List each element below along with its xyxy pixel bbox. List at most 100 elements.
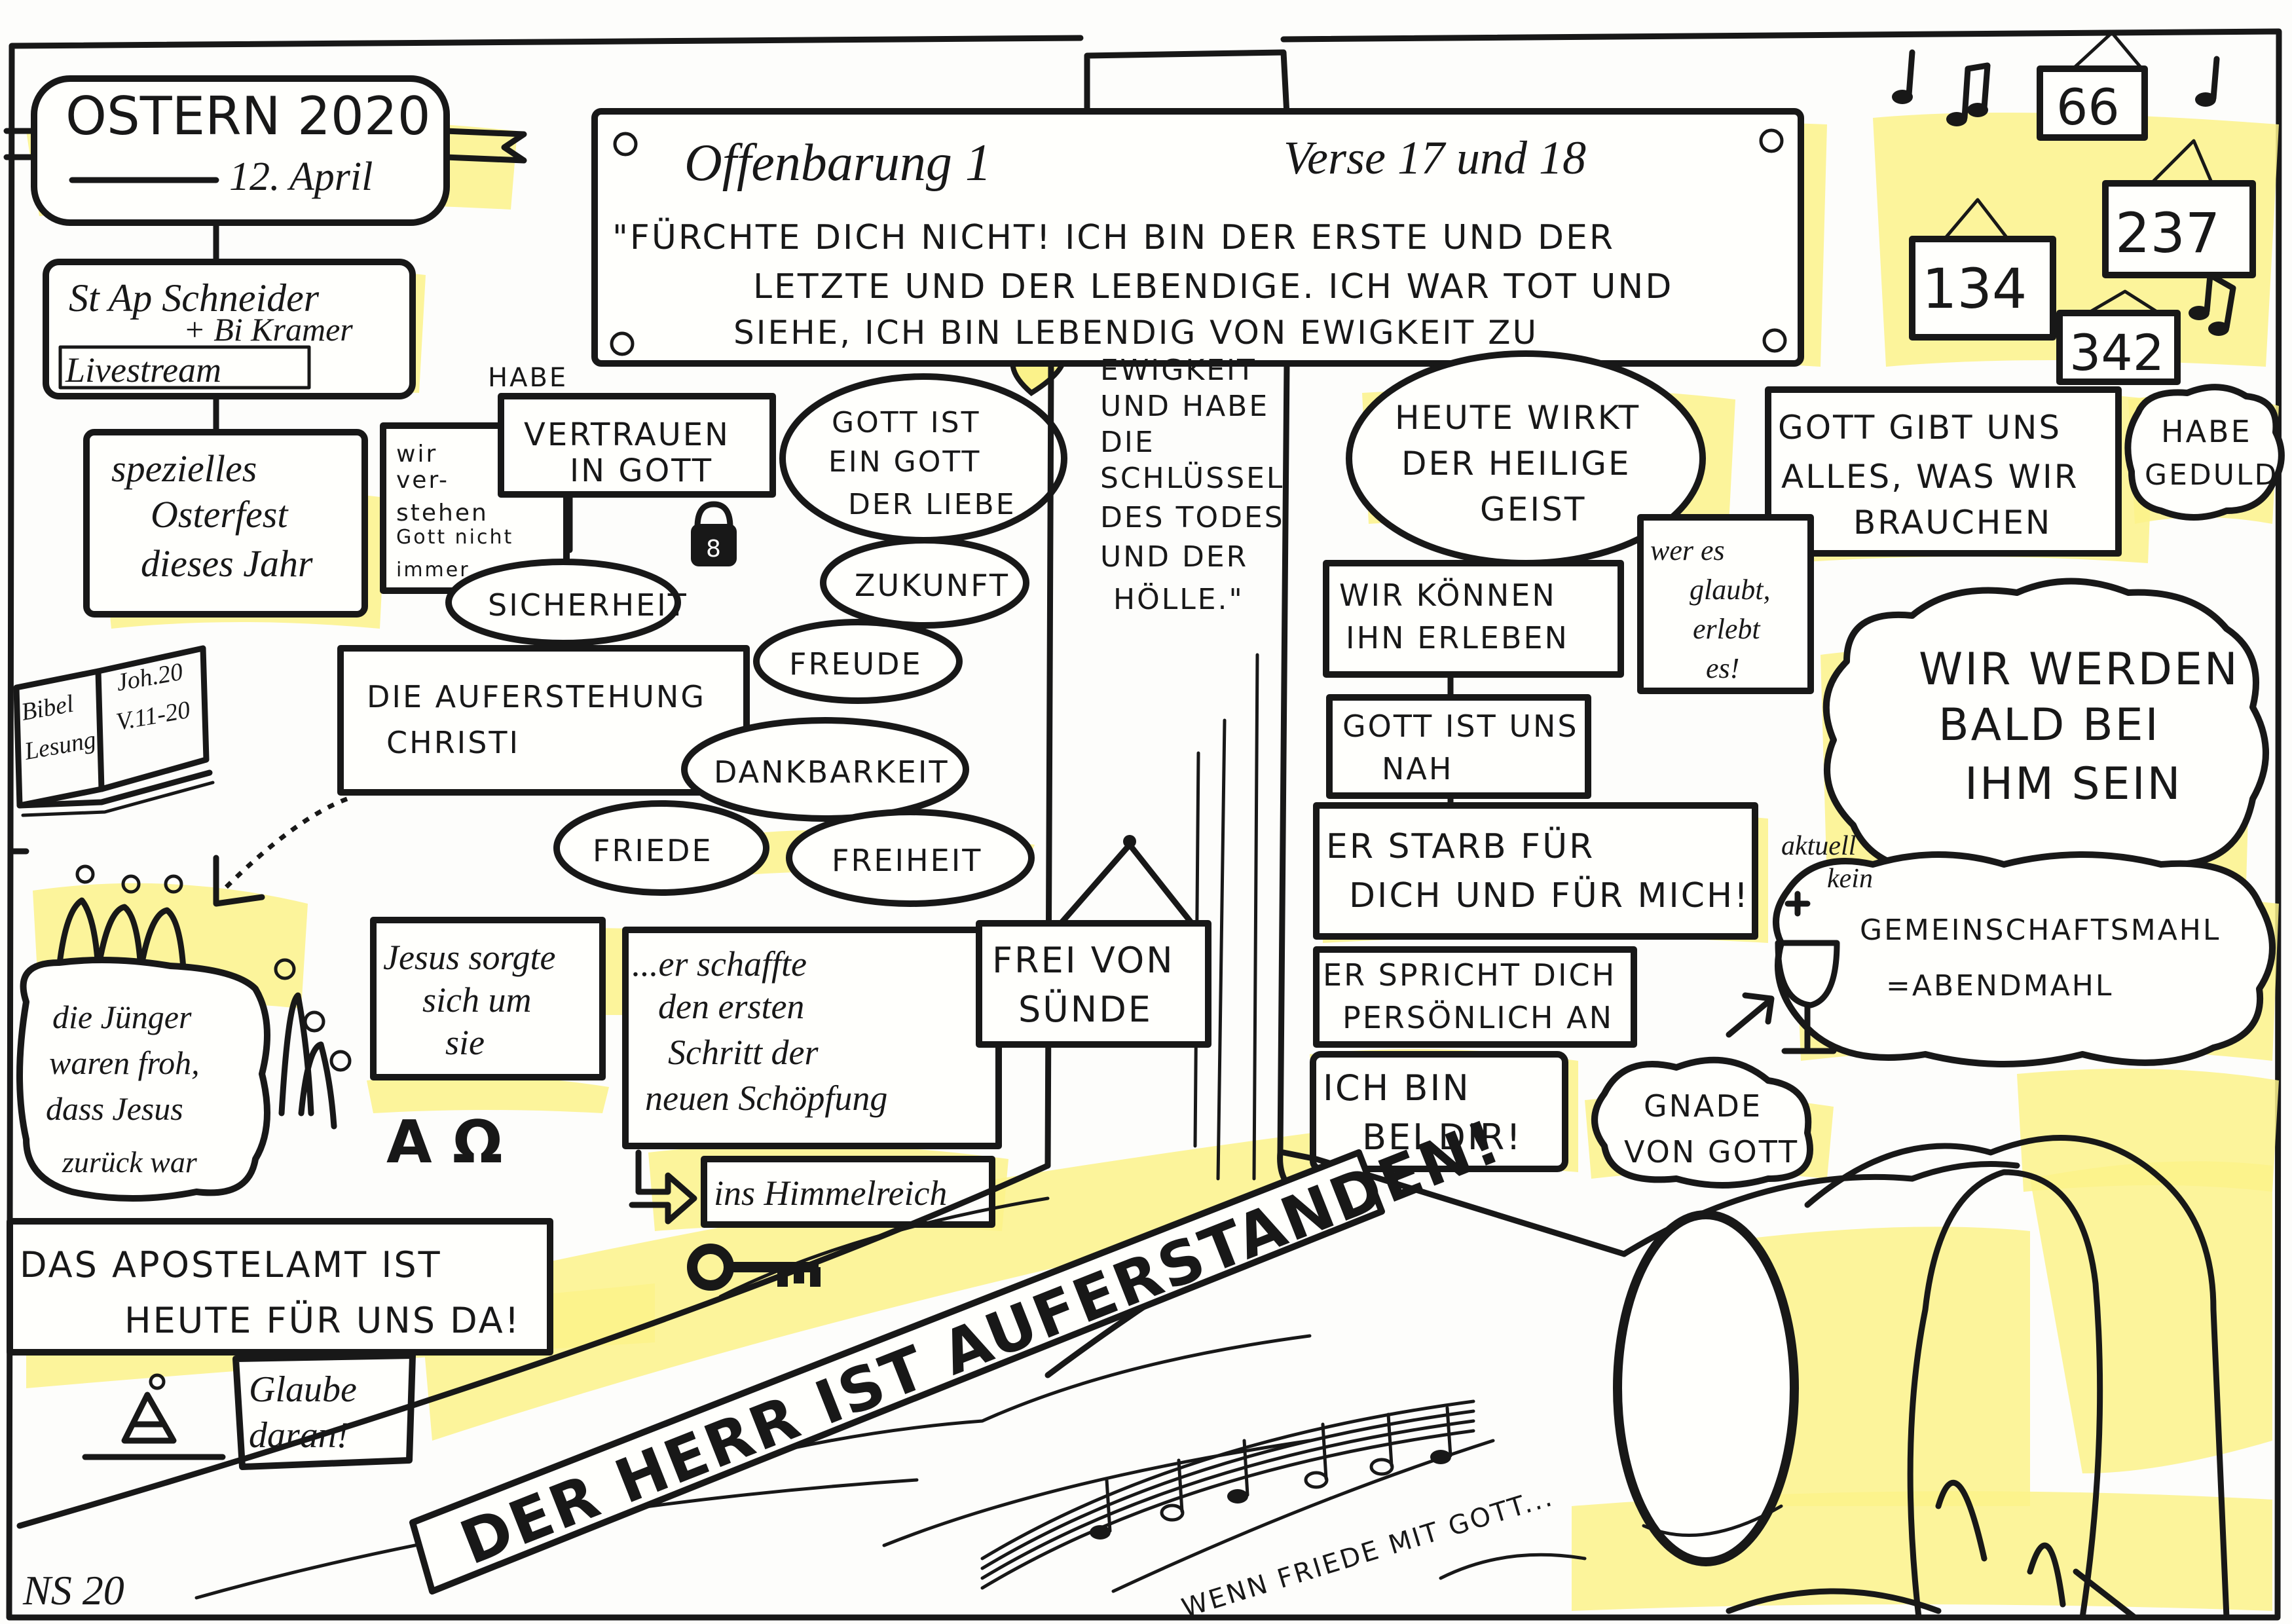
oval-freiheit [786,809,1035,907]
belief-line1: Glaube [249,1369,357,1410]
empty-tomb-drawing [1280,1135,2230,1621]
free-sin-line2: SÜNDE [1018,989,1153,1030]
oval-dankbarkeit-label: DANKBARKEIT [714,754,950,790]
holy-spirit-line3: GEIST [1480,490,1586,528]
soon-line1: WIR WERDEN [1919,644,2240,695]
padlock-icon: 8 [691,501,737,566]
verse-cont4: SCHLÜSSEL [1100,461,1284,495]
near-box [1326,694,1591,799]
jesus-cared-line3: sie [445,1023,485,1062]
resurrection-line1: DIE AUFERSTEHUNG [367,679,706,714]
died-line2: DICH UND FÜR MICH! [1349,876,1750,915]
jesus-cared-box [370,917,606,1080]
banner-shape [409,1149,1385,1595]
speaks-line2: PERSÖNLICH AN [1342,1000,1614,1035]
experience-box [1323,560,1624,678]
belief-note [232,1352,416,1470]
died-line1: ER STARB FÜR [1326,826,1595,866]
title-date: 12. April [229,155,373,199]
verse-cont7: HÖLLE." [1113,582,1244,616]
special-line3: dieses Jahr [141,542,313,585]
holy-spirit-line2: DER HEILIGE [1401,445,1631,483]
music-staff-icon [980,1399,1475,1590]
oval-freude-label: FREUDE [789,646,923,682]
communion-cloud [1773,851,2276,1067]
padlock-number: 8 [706,536,721,563]
verse-line2: LETZTE UND DER LEBENDIGE. ICH WAR TOT UN… [753,267,1673,306]
signature: NS 20 [22,1567,124,1614]
communion-line3: GEMEINSCHAFTSMAHL [1860,913,2221,947]
soon-line2: BALD BEI [1938,699,2160,751]
love-line1: GOTT IST [832,406,980,439]
grace-line2: VON GOTT [1624,1134,1799,1170]
near-line2: NAH [1382,751,1453,786]
oval-sicherheit-label: SICHERHEIT [488,587,688,623]
first-step-line2: den ersten [658,987,804,1026]
title-line1: OSTERN 2020 [65,86,431,147]
bible-left2: Lesung [22,726,98,766]
hymn-box-3 [1909,236,2056,341]
free-sin-box [976,920,1211,1048]
everything-line1: GOTT GIBT UNS [1778,409,2061,447]
love-line3: DER LIEBE [848,488,1016,521]
bible-book-icon [13,645,215,817]
speaks-line1: ER SPRICHT DICH [1323,957,1616,993]
near-line1: GOTT IST UNS [1342,709,1579,744]
title-box [31,75,450,226]
chalice-icon [1775,891,1840,1054]
jesus-cared-line1: Jesus sorgte [383,938,555,977]
communion-line2: kein [1827,864,1873,894]
bible-left1: Bibel [19,690,75,726]
disciples-cloud [16,957,270,1202]
believes-box [1637,514,1814,694]
believes-line2: glaubt, [1690,574,1770,606]
love-line2: EIN GOTT [828,445,981,479]
patience-line1: HABE [2161,414,2252,449]
experience-line1: WIR KÖNNEN [1339,578,1557,613]
verse-plaque [591,108,1804,367]
oval-freiheit-label: FREIHEIT [832,843,982,878]
believes-line4: es! [1706,652,1739,684]
hymn-number-1: 66 [2056,78,2120,136]
not-understand-line4: Gott nicht [396,526,513,549]
resurrection-box [337,645,750,796]
hymn-number-3: 134 [1922,257,2027,321]
grace-arrow-icon [1726,992,1775,1038]
first-step-line1: ...er schaffte [632,944,807,984]
special-box [83,429,368,618]
with-you-box [1310,1051,1568,1172]
grace-cloud [1591,1056,1813,1189]
heaven-label: ins Himmelreich [714,1173,947,1213]
first-step-line4: neuen Schöpfung [645,1079,887,1118]
patience-cloud [2124,384,2285,521]
verse-cont5: DES TODES [1100,501,1285,534]
disciples-line2: waren froh, [49,1044,200,1081]
speaks-box [1313,946,1637,1048]
everything-line3: BRAUCHEN [1853,504,2052,542]
disciples-line3: dass Jesus [46,1090,183,1127]
soon-line3: IHM SEIN [1965,758,2183,810]
disciples-figures [56,864,352,1130]
patience-line2: GEDULD [2145,458,2278,492]
special-line1: spezielles [111,447,257,490]
oval-friede [553,800,769,896]
soon-cloud [1822,578,2269,889]
heaven-arrow-icon [629,1149,697,1225]
special-line2: Osterfest [151,493,289,536]
preacher-livestream: Livestream [65,350,221,390]
verse-cont3: DIE [1100,426,1155,459]
hymn-box-4 [2056,310,2181,385]
holy-spirit-line1: HEUTE WIRKT [1395,399,1640,437]
hymn-box-1 [2037,65,2148,141]
trust-box [498,393,776,498]
music-notes-icon [1892,49,2236,336]
disciples-line4: zurück war [62,1145,198,1179]
died-box [1313,802,1758,940]
oval-friede-label: FRIEDE [593,833,713,868]
verse-verses: Verse 17 und 18 [1284,132,1586,184]
believes-line1: wer es [1650,534,1725,566]
apostle-line2: HEUTE FÜR UNS DA! [124,1300,521,1341]
oval-dankbarkeit [681,717,969,822]
verse-reference: Offenbarung 1 [684,134,991,192]
not-understand-line3: stehen [396,500,489,526]
